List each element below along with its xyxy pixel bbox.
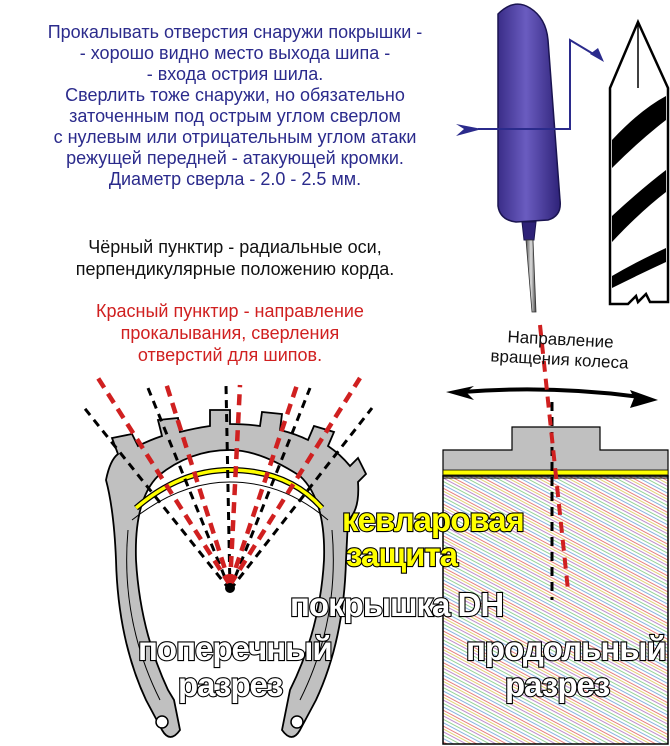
rotation-arrow xyxy=(446,386,658,408)
kevlar-label-2: защита xyxy=(346,536,459,573)
instruction-line: Прокалывать отверстия снаружи покрышки - xyxy=(47,22,423,42)
red-note-line: прокалывания, сверления xyxy=(120,323,340,343)
longitudinal-section xyxy=(442,324,669,745)
awl-icon xyxy=(497,3,561,313)
instruction-line: - входа острия шила. xyxy=(146,64,324,84)
pointer-arrow xyxy=(456,38,604,136)
longitudinal-label-1: продольный xyxy=(466,630,666,667)
longitudinal-label-2: разрез xyxy=(505,666,610,703)
instruction-line: Диаметр сверла - 2.0 - 2.5 мм. xyxy=(108,169,362,189)
instruction-line: Сверлить тоже снаружи, но обязательно xyxy=(65,85,405,105)
instruction-line: заточенным под острым углом сверлом xyxy=(69,106,401,126)
black-dash-note: Чёрный пунктир - радиальные оси, перпенд… xyxy=(0,236,470,280)
red-note-line: отверстий для шипов. xyxy=(137,345,323,365)
instruction-line: с нулевым или отрицательным углом атаки xyxy=(53,127,417,147)
black-note-line: перпендикулярные положению корда. xyxy=(75,259,395,279)
cross-section-tire xyxy=(80,376,374,738)
instruction-line: режущей передней - атакующей кромки. xyxy=(66,148,404,168)
cross-section-label-1: поперечный xyxy=(138,630,332,667)
kevlar-label-1: кевларовая xyxy=(342,501,524,538)
cross-section-label-2: разрез xyxy=(178,666,283,703)
instructions-text: Прокалывать отверстия снаружи покрышки -… xyxy=(0,22,470,190)
red-note-line: Красный пунктир - направление xyxy=(96,301,364,321)
drill-bit-icon xyxy=(608,18,670,306)
tire-label: покрышка DH xyxy=(290,586,503,623)
instruction-line: - хорошо видно место выхода шипа - xyxy=(79,43,391,63)
black-note-line: Чёрный пунктир - радиальные оси, xyxy=(88,237,382,257)
red-dash-note: Красный пунктир - направление прокалыван… xyxy=(0,300,460,366)
